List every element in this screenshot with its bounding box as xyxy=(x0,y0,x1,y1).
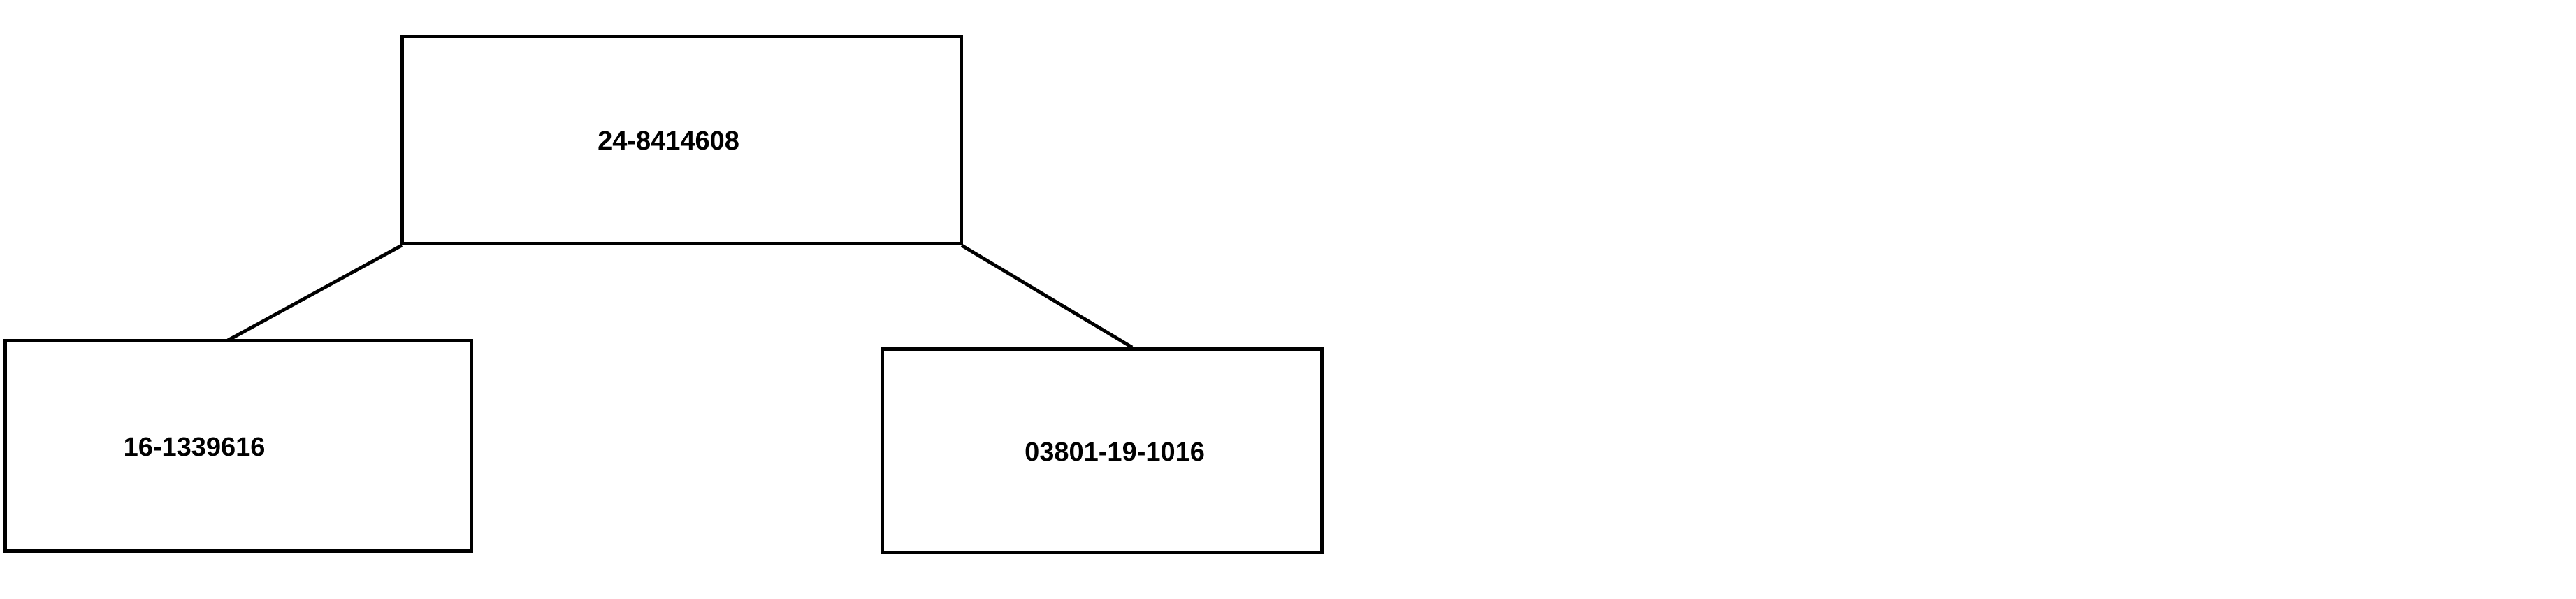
node-child-left[interactable]: 16-1339616 xyxy=(3,339,473,553)
edge-root-to-left-child xyxy=(226,243,403,342)
node-root[interactable]: 24-8414608 xyxy=(400,35,963,245)
edge-root-to-right-child xyxy=(960,243,1134,349)
node-root-label: 24-8414608 xyxy=(598,127,739,156)
node-child-left-label: 16-1339616 xyxy=(123,433,266,462)
node-child-right[interactable]: 03801-19-1016 xyxy=(881,347,1324,554)
node-child-right-label: 03801-19-1016 xyxy=(1025,438,1205,467)
